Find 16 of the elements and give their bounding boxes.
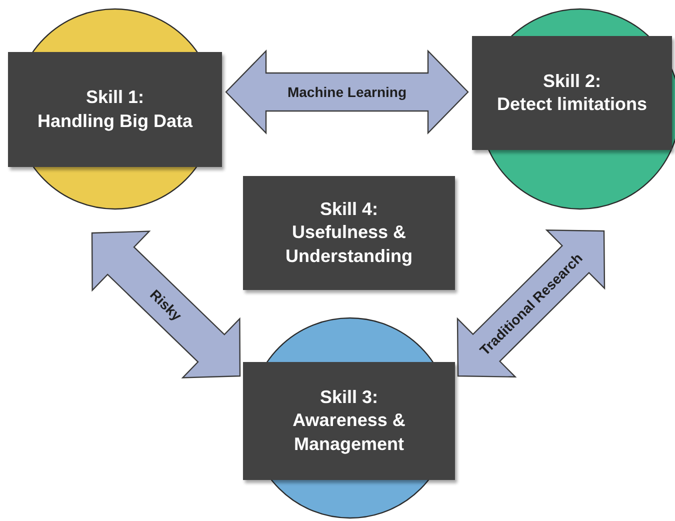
skill-box [8, 52, 222, 167]
skill-description: Detect limitations [496, 93, 648, 116]
edge-label: Machine Learning [287, 84, 407, 100]
skill-heading: Skill 4: [320, 198, 378, 221]
double-arrow [225, 50, 469, 134]
double-arrow [91, 230, 241, 378]
skill-heading: Skill 3: [320, 386, 378, 409]
skill-description: Handling Big Data [37, 110, 192, 133]
skill-heading: Skill 2: [542, 70, 602, 93]
skill-box [472, 36, 672, 150]
double-arrow [456, 229, 606, 378]
skill-description: Awareness & Management [292, 409, 406, 456]
skill-box [243, 176, 455, 290]
skill-box [243, 362, 455, 480]
skill-heading: Skill 1: [86, 86, 144, 110]
skill-description: Usefulness & Understanding [284, 221, 414, 268]
